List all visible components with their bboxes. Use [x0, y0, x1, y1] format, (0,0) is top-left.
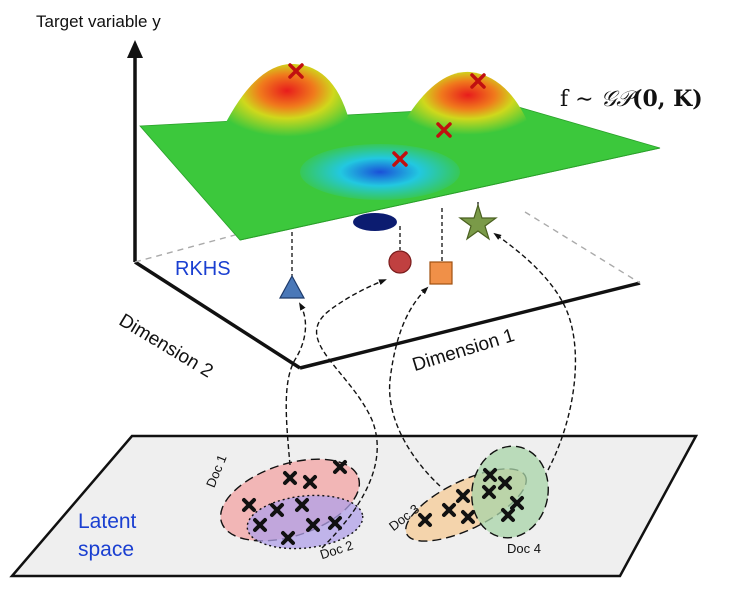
latent-x	[253, 518, 267, 532]
target-variable-label: Target variable y	[36, 12, 161, 31]
rkhs-markers	[278, 202, 498, 299]
latent-x	[333, 460, 347, 474]
latent-x	[442, 503, 456, 517]
observation-x-4	[392, 151, 408, 167]
latent-x	[281, 531, 295, 545]
latent-space-label: Latent space	[78, 510, 137, 561]
gp-formula: f ∼ 𝒢𝒫(0, K)	[560, 86, 703, 112]
observation-x-2	[470, 73, 486, 89]
observation-x-1	[288, 63, 304, 79]
circle-marker	[388, 250, 412, 274]
gp-surface	[139, 63, 661, 241]
latent-x	[242, 498, 256, 512]
latent-x	[498, 476, 512, 490]
latent-x	[328, 516, 342, 530]
square-marker	[429, 261, 453, 285]
latent-x	[418, 513, 432, 527]
latent-x	[283, 471, 297, 485]
star-marker	[458, 202, 498, 241]
arrow-doc4-to-star	[493, 232, 577, 471]
formula-args: (0, K)	[632, 86, 703, 112]
doc4-label: Doc 4	[507, 541, 541, 556]
latent-x	[270, 503, 284, 517]
y-axis	[127, 40, 143, 262]
observation-x-3	[436, 122, 452, 138]
latent-x	[306, 518, 320, 532]
latent-x	[483, 468, 497, 482]
latent-x	[295, 498, 309, 512]
latent-x	[501, 508, 515, 522]
triangle-marker	[278, 274, 306, 299]
latent-x	[461, 510, 475, 524]
latent-x	[482, 485, 496, 499]
arrow-doc1-to-triangle	[285, 302, 307, 466]
rkhs-label: RKHS	[175, 258, 231, 280]
observation-marks	[288, 63, 486, 167]
latent-points	[242, 460, 524, 545]
latent-x	[456, 489, 470, 503]
arrow-doc2-to-circle	[316, 279, 387, 549]
mapping-arrows	[285, 232, 577, 549]
formula-lhs: f ∼	[560, 87, 601, 112]
arrow-doc3-to-square	[388, 286, 441, 487]
doc4-ellipse	[471, 445, 549, 539]
formula-gp: 𝒢𝒫	[600, 87, 633, 112]
latent-x	[303, 475, 317, 489]
rkhs-plane	[134, 211, 641, 370]
latent-x	[510, 496, 524, 510]
